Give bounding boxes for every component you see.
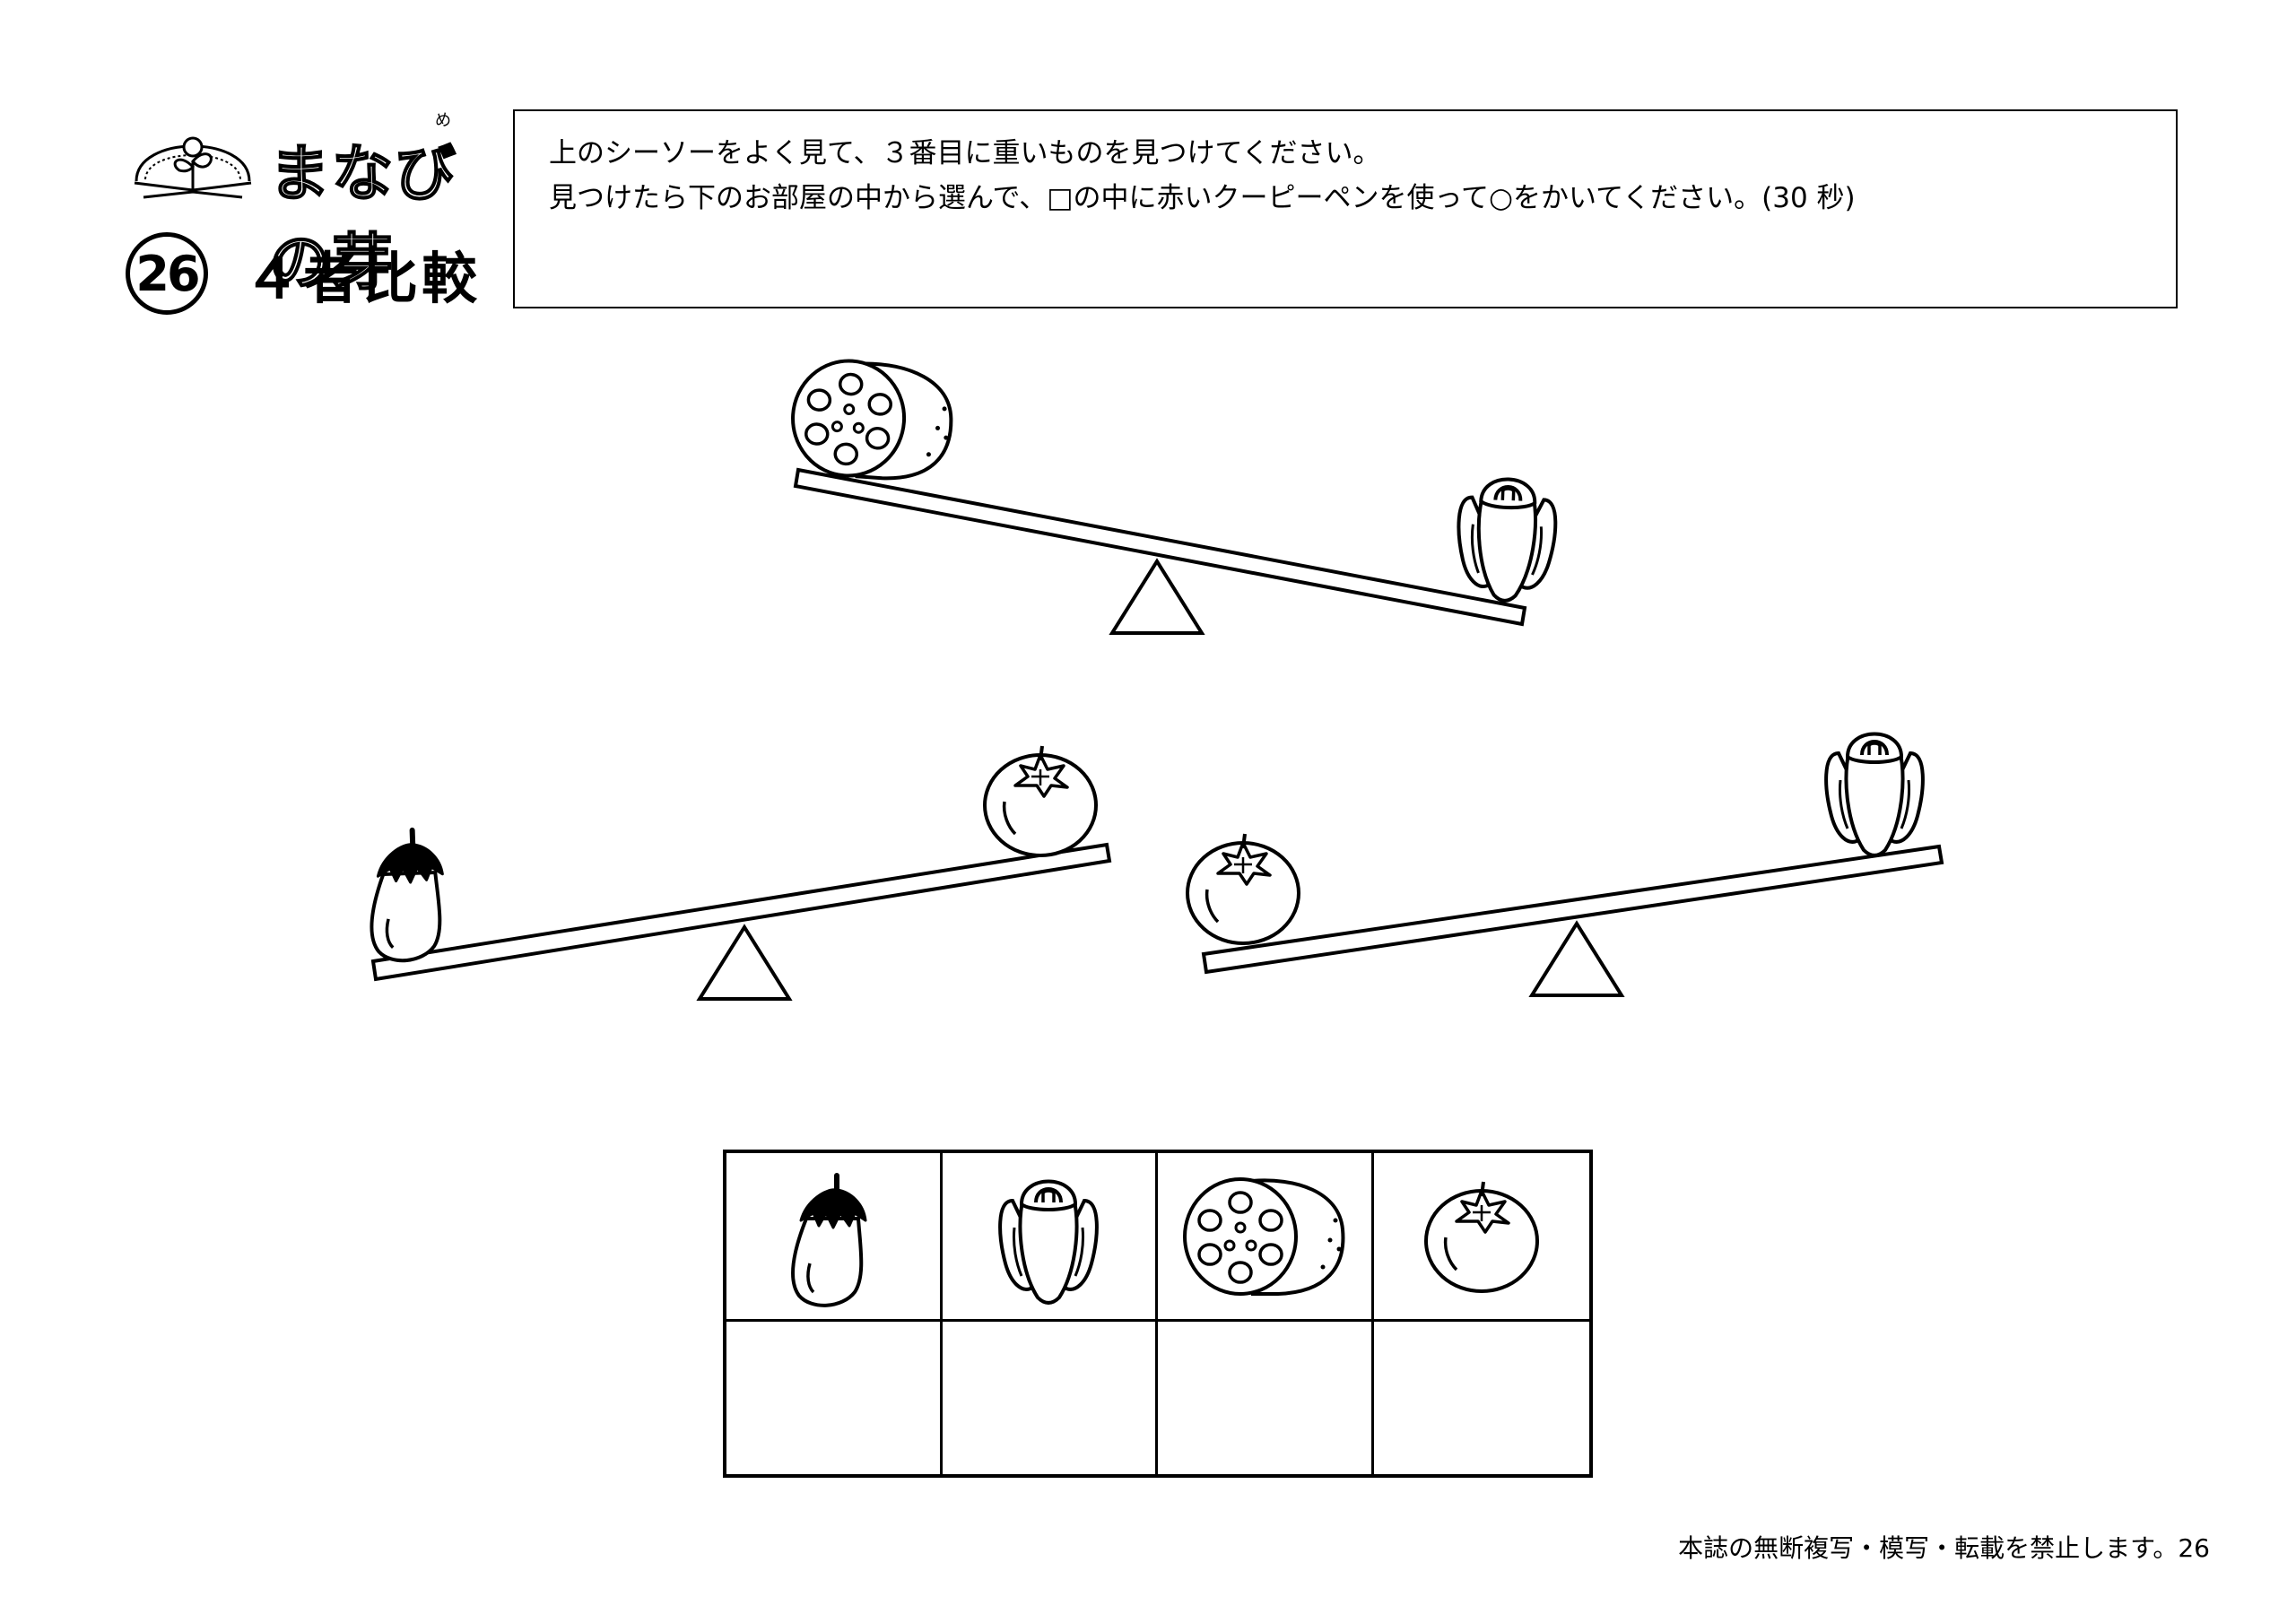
lotus-root-icon xyxy=(1182,1176,1345,1296)
page-number: 26 xyxy=(2178,1533,2210,1563)
green-pepper-icon xyxy=(1824,732,1925,857)
seesaw-plank xyxy=(1201,844,1944,975)
lesson-title: ４者比較 xyxy=(244,246,482,311)
instruction-line-1: 上のシーソーをよく見て、３番目に重いものを見つけてください。 xyxy=(549,137,1381,169)
item-cell-lotus-root xyxy=(1158,1153,1374,1322)
item-cell-tomato xyxy=(1373,1153,1589,1322)
answer-box-lotus-root[interactable] xyxy=(1158,1322,1374,1474)
item-cell-green-pepper xyxy=(942,1153,1158,1322)
copyright-notice: 本誌の無断複写・模写・転載を禁止します。 xyxy=(1678,1533,2179,1563)
instruction-line-2: 見つけたら下のお部屋の中から選んで、□の中に赤いクーピーペンを使って○をかいてく… xyxy=(549,182,1856,214)
tomato-icon xyxy=(1186,832,1300,945)
tomato-icon xyxy=(1423,1179,1539,1293)
logo-text: まなびの芽 xyxy=(268,138,458,299)
fulcrum xyxy=(696,924,793,1001)
footer: 本誌の無断複写・模写・転載を禁止します。26 xyxy=(1678,1529,2210,1565)
eggplant-icon xyxy=(369,829,446,962)
answer-box-tomato[interactable] xyxy=(1374,1322,1590,1474)
lesson-number-badge: 26 xyxy=(126,232,208,315)
lotus-root-icon xyxy=(787,355,957,485)
answer-box-eggplant[interactable] xyxy=(726,1322,943,1474)
sprout-book-icon xyxy=(134,136,252,199)
answer-box-green-pepper[interactable] xyxy=(943,1322,1158,1474)
logo: め まなびの芽 xyxy=(126,108,484,299)
green-pepper-icon xyxy=(998,1179,1100,1305)
logo-ruby: め xyxy=(435,111,451,130)
lesson-heading: 26 ４者比較 xyxy=(126,232,482,315)
eggplant-icon xyxy=(766,1160,900,1313)
seesaw-2 xyxy=(369,744,1112,1001)
fulcrum xyxy=(1109,558,1205,635)
fulcrum xyxy=(1528,920,1625,997)
seesaw-plank xyxy=(370,842,1112,982)
seesaw-1 xyxy=(787,355,1557,635)
seesaw-3 xyxy=(1186,732,1944,997)
seesaw-plank xyxy=(793,467,1527,627)
tomato-icon xyxy=(983,744,1098,857)
item-cell-eggplant xyxy=(726,1153,943,1322)
green-pepper-icon xyxy=(1457,478,1557,603)
instruction-box: 上のシーソーをよく見て、３番目に重いものを見つけてください。 見つけたら下のお部… xyxy=(513,109,2178,308)
answer-grid xyxy=(723,1150,1593,1478)
